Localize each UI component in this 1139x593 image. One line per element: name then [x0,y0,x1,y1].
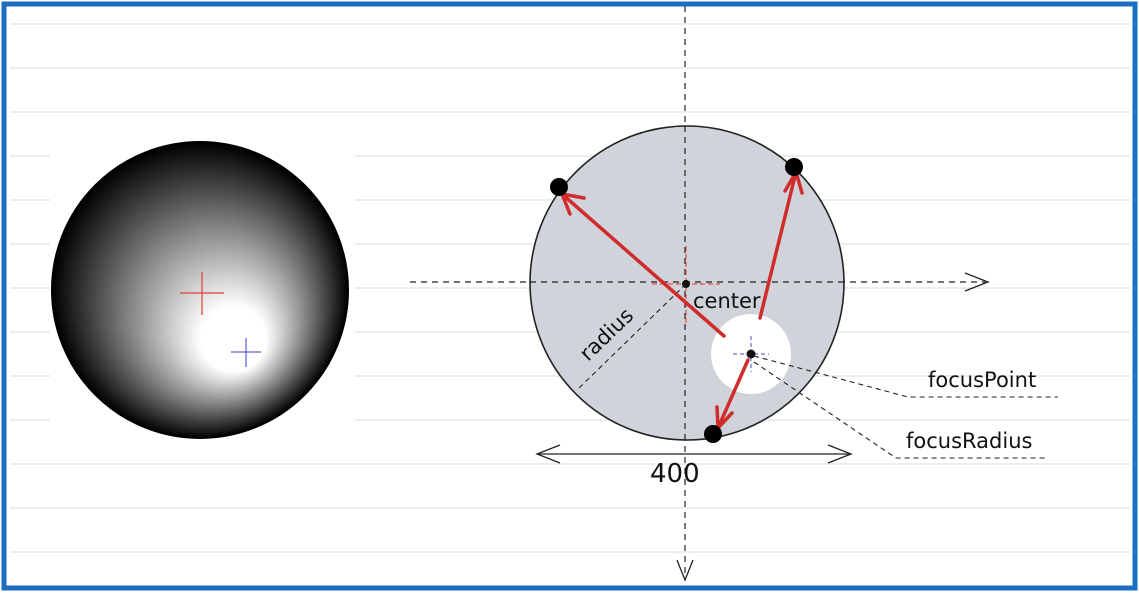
edge-point-right [785,158,803,176]
focus-point-label: focusPoint [928,368,1036,392]
gradient-preview [51,141,349,439]
ray-arrow-bottom [716,358,750,430]
vertical-axis-arrowhead [676,559,694,582]
focus-crosshair [231,338,261,367]
width-label: 400 [650,459,700,489]
ray-arrow-right [758,170,798,320]
radius-line [577,283,687,390]
gradient-circle [51,141,349,439]
center-label: center [693,289,761,313]
width-dimension [535,444,853,464]
ray-arrows [560,170,804,430]
center-crosshair [180,272,224,315]
edge-point-bottom [704,425,722,443]
horizontal-axis-arrowhead [964,272,990,292]
focus-radius-label: focusRadius [906,429,1032,453]
focus-dot [746,349,756,359]
focus-radius-leader [753,361,1048,459]
edge-point-left [550,178,568,196]
ray-arrow-left [560,192,726,338]
